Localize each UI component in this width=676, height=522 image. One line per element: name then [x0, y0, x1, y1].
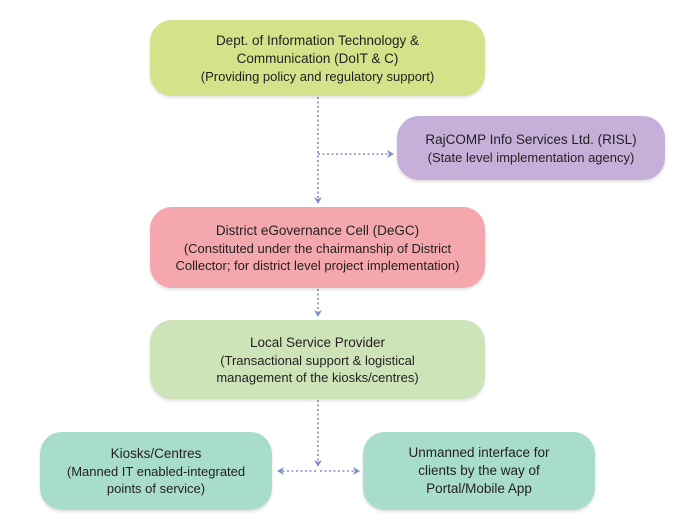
- kiosks-description-line2: points of service): [106, 481, 206, 496]
- doit-title-line2: Communication (DoIT & C): [236, 50, 399, 66]
- lsp-description-line2: management of the kiosks/centres): [216, 369, 419, 385]
- kiosks-description-line1: (Manned IT enabled-integrated: [66, 464, 246, 479]
- risl-box: RajCOMP Info Services Ltd. (RISL) (State…: [397, 116, 665, 180]
- kiosks-title: Kiosks/Centres: [110, 446, 202, 461]
- kiosks-box: Kiosks/Centres (Manned IT enabled-integr…: [40, 432, 272, 510]
- lsp-description-line1: (Transactional support & logistical: [220, 352, 415, 368]
- doit-description: (Providing policy and regulatory support…: [200, 68, 435, 84]
- doit-box: Dept. of Information Technology & Commun…: [150, 20, 485, 96]
- lsp-box: Local Service Provider (Transactional su…: [150, 320, 485, 399]
- degc-box: District eGovernance Cell (DeGC) (Consti…: [150, 207, 485, 288]
- risl-title: RajCOMP Info Services Ltd. (RISL): [425, 131, 637, 147]
- degc-title: District eGovernance Cell (DeGC): [215, 222, 420, 238]
- doit-title-line1: Dept. of Information Technology &: [215, 32, 420, 48]
- degc-description-line1: (Constituted under the chairmanship of D…: [183, 240, 452, 256]
- unmanned-interface-box: Unmanned interface for clients by the wa…: [363, 432, 595, 510]
- unmanned-line3: Portal/Mobile App: [426, 481, 532, 496]
- risl-description: (State level implementation agency): [427, 149, 635, 165]
- lsp-title: Local Service Provider: [249, 334, 386, 350]
- degc-description-line2: Collector; for district level project im…: [175, 257, 460, 273]
- unmanned-line1: Unmanned interface for: [408, 445, 550, 460]
- unmanned-line2: clients by the way of: [418, 463, 540, 478]
